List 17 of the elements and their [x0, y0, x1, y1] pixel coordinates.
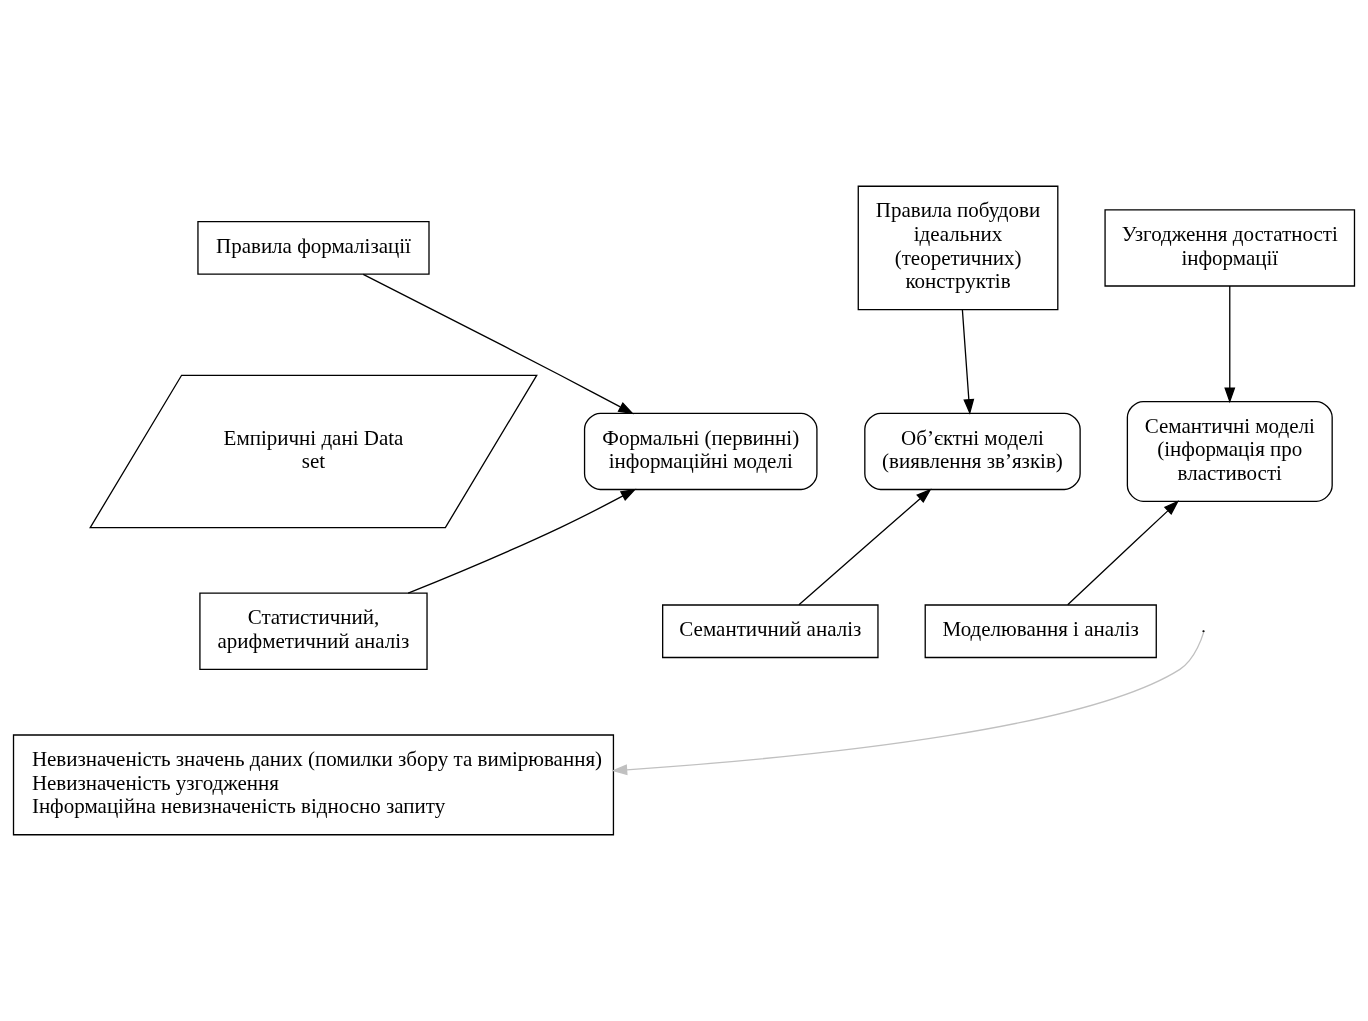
node-box: Семантичні моделі (інформація про властивості: [1126, 400, 1333, 502]
node-box: Узгодження достатності інформації: [1104, 209, 1356, 287]
arrow: [961, 309, 975, 415]
node-box: Об’єктні моделі (виявлення зв’язків): [864, 412, 1081, 491]
arrow: [611, 632, 1205, 776]
node-box: Правила формалізації: [197, 221, 430, 275]
node-box: Моделювання і аналіз: [924, 604, 1157, 659]
node-box: Формальні (первинні) інформаційні моделі: [583, 412, 818, 491]
node-box: Семантичний аналіз: [662, 604, 879, 659]
arrow: [362, 273, 635, 415]
arrow: [1067, 500, 1180, 606]
arrow: [407, 488, 637, 594]
node-box: Статистичний, арифметичний аналіз: [199, 592, 428, 670]
arrow: [798, 488, 932, 606]
arrow: [1224, 285, 1236, 404]
node-box: Правила побудови ідеальних (теоретичних) конструктів: [857, 185, 1059, 311]
node-box: Невизначеність значень даних (помилки збору та вимірювання) Невизначеність узгодження Інформаційна невизначеність відносно запиту: [12, 734, 615, 836]
